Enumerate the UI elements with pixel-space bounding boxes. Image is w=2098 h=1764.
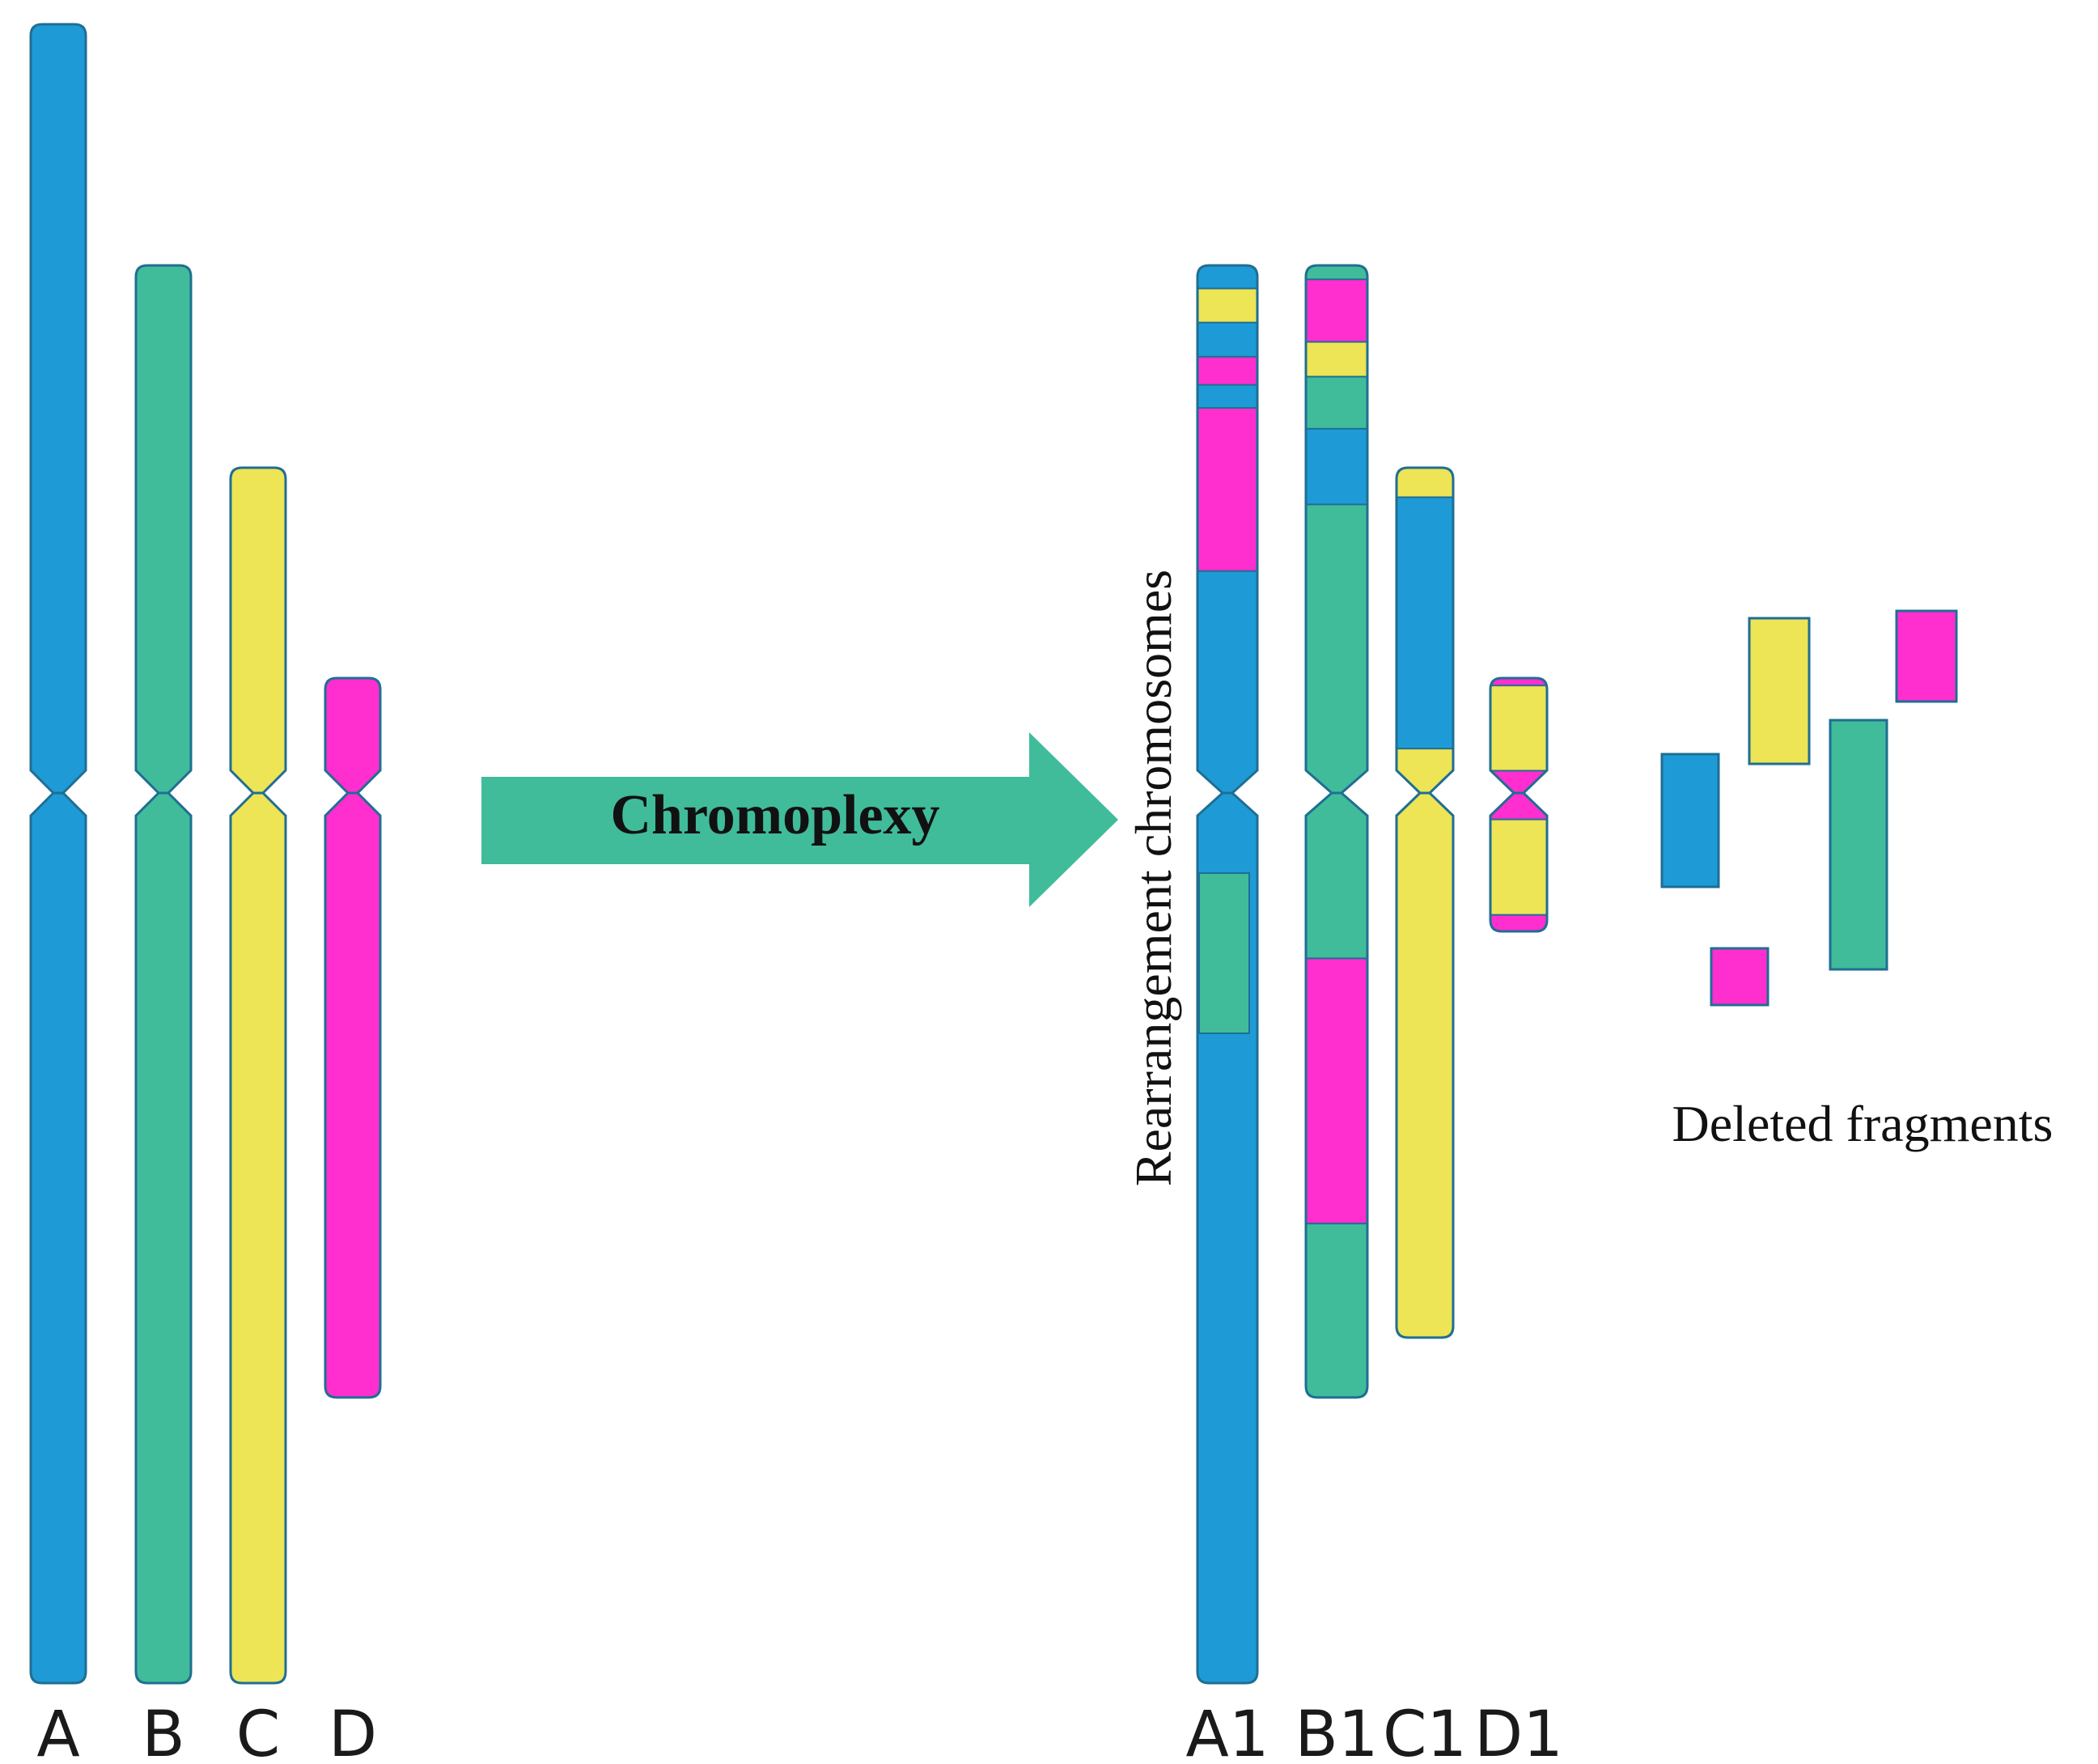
chromosome-d1-p-arm-segment xyxy=(1490,678,1547,686)
chromosome-c1-p-arm-segment xyxy=(1397,497,1453,749)
deleted-fragments-title: Deleted fragments xyxy=(1672,1095,2053,1152)
chromosome-c1-q-arm xyxy=(1397,793,1453,1338)
rearranged-title: Rearrangement chromosomes xyxy=(1125,570,1182,1186)
chromosome-a-q-arm-segment xyxy=(31,793,86,1683)
chromosome-c-p-arm xyxy=(231,468,286,793)
chromosome-d1-q-arm-segment xyxy=(1490,819,1547,915)
chromosome-d1-label: D1 xyxy=(1474,1698,1563,1764)
chromosome-a1-p-arm-segment xyxy=(1197,356,1257,385)
chromosome-d1: D1 xyxy=(1474,676,1563,1764)
chromosome-b1-label: B1 xyxy=(1295,1698,1378,1764)
deleted-fragment xyxy=(1660,753,1720,888)
chromosome-a1-p-arm-segment xyxy=(1197,265,1257,289)
chromosome-b-q-arm xyxy=(136,793,191,1683)
chromosome-d1-q-arm xyxy=(1490,793,1547,931)
chromosome-d-q-arm xyxy=(325,793,380,1397)
chromosome-c-q-outline xyxy=(229,791,287,1685)
chromosome-d-q-arm-segment xyxy=(325,793,380,1397)
deleted-fragments xyxy=(1660,609,1958,1007)
chromosome-a1-p-arm-segment xyxy=(1197,408,1257,571)
chromosome-c1-q-arm-segment xyxy=(1397,793,1453,1338)
chromosome-d-label: D xyxy=(328,1698,377,1764)
chromosome-c1-p-arm xyxy=(1397,468,1453,793)
process-label: Chromoplexy xyxy=(610,784,939,846)
chromosome-d-p-arm-segment xyxy=(325,678,380,793)
chromosome-a-q-arm xyxy=(31,793,86,1683)
chromosome-a1-p-arm-segment xyxy=(1197,322,1257,357)
chromosome-b1-q-outline xyxy=(1304,791,1369,1399)
chromosome-a1-inserted-segment xyxy=(1198,872,1250,1034)
deleted-fragment xyxy=(1895,609,1958,703)
chromosome-b1-p-arm xyxy=(1306,265,1367,793)
chromosome-c1-label: C1 xyxy=(1383,1698,1467,1764)
chromosome-c1-p-arm-segment xyxy=(1397,748,1453,793)
chromosome-c-q-arm-segment xyxy=(231,793,286,1683)
chromosome-d1-p-arm xyxy=(1490,678,1547,793)
chromosome-a-q-outline xyxy=(29,791,87,1685)
chromosome-d-p-arm xyxy=(325,678,380,793)
chromosome-b-p-outline xyxy=(134,264,193,795)
process-arrow xyxy=(481,732,1118,907)
chromosome-b1-q-arm-segment xyxy=(1306,958,1367,1224)
chromosome-a1-p-arm-segment xyxy=(1197,384,1257,409)
chromosome-d1-q-outline xyxy=(1489,791,1549,933)
chromosome-c-p-outline xyxy=(229,466,287,795)
chromosome-b-p-arm-segment xyxy=(136,265,191,793)
chromosome-b1-p-arm-segment xyxy=(1306,504,1367,793)
chromosome-a-p-arm xyxy=(31,24,86,793)
chromosome-c1: C1 xyxy=(1383,466,1467,1764)
chromosome-c1-p-outline xyxy=(1395,466,1455,795)
chromosome-d1-p-arm-segment xyxy=(1490,685,1547,771)
chromosome-a1-p-arm-segment xyxy=(1197,570,1257,793)
chromoplexy-arrow: Chromoplexy xyxy=(481,732,1118,907)
chromosome-b1-q-arm-segment xyxy=(1306,793,1367,959)
chromosome-c-q-arm xyxy=(231,793,286,1683)
chromosome-a1-p-outline xyxy=(1196,264,1259,795)
chromosome-a1-label: A1 xyxy=(1186,1698,1269,1764)
chromosome-b1-p-arm-segment xyxy=(1306,279,1367,342)
deleted-fragment xyxy=(1710,947,1770,1007)
chromosome-a1: A1 xyxy=(1186,264,1269,1764)
chromosome-b1-p-arm-segment xyxy=(1306,376,1367,429)
chromosome-b1-p-outline xyxy=(1304,264,1369,795)
chromosome-d1-q-arm-segment xyxy=(1490,793,1547,820)
chromosome-b1: B1 xyxy=(1295,264,1379,1764)
chromosome-a-label: A xyxy=(36,1698,79,1764)
chromosome-b-q-outline xyxy=(134,791,193,1685)
chromosome-a1-p-arm xyxy=(1197,265,1257,793)
chromosome-b-p-arm xyxy=(136,265,191,793)
deleted-fragment xyxy=(1829,719,1888,971)
chromosome-b: B xyxy=(134,264,193,1764)
deleted-fragment xyxy=(1748,617,1811,765)
chromosome-d1-p-arm-segment xyxy=(1490,770,1547,793)
chromosome-c-p-arm-segment xyxy=(231,468,286,793)
chromosome-b1-p-arm-segment xyxy=(1306,428,1367,505)
chromosome-a: A xyxy=(29,23,87,1764)
chromosome-a-p-arm-segment xyxy=(31,24,86,793)
chromosome-c: C xyxy=(229,466,287,1764)
chromosome-b1-p-arm-segment xyxy=(1306,265,1367,280)
chromosome-d1-q-arm-segment xyxy=(1490,914,1547,931)
chromosome-c-label: C xyxy=(236,1698,280,1764)
chromosome-b1-q-arm xyxy=(1306,793,1367,1397)
chromosome-d: D xyxy=(324,676,382,1764)
chromosome-d1-p-outline xyxy=(1489,676,1549,795)
chromosome-c1-q-outline xyxy=(1395,791,1455,1339)
chromosome-a1-q-outline xyxy=(1196,791,1259,1685)
chromosome-d-p-outline xyxy=(324,676,382,795)
chromosome-b1-p-arm-segment xyxy=(1306,341,1367,377)
chromosome-a1-p-arm-segment xyxy=(1197,288,1257,323)
chromosome-d-q-outline xyxy=(324,791,382,1399)
chromosome-b-label: B xyxy=(142,1698,185,1764)
chromosome-a-p-outline xyxy=(29,23,87,795)
chromosome-b1-q-arm-segment xyxy=(1306,1223,1367,1397)
chromosome-c1-p-arm-segment xyxy=(1397,468,1453,498)
chromosome-b-q-arm-segment xyxy=(136,793,191,1683)
